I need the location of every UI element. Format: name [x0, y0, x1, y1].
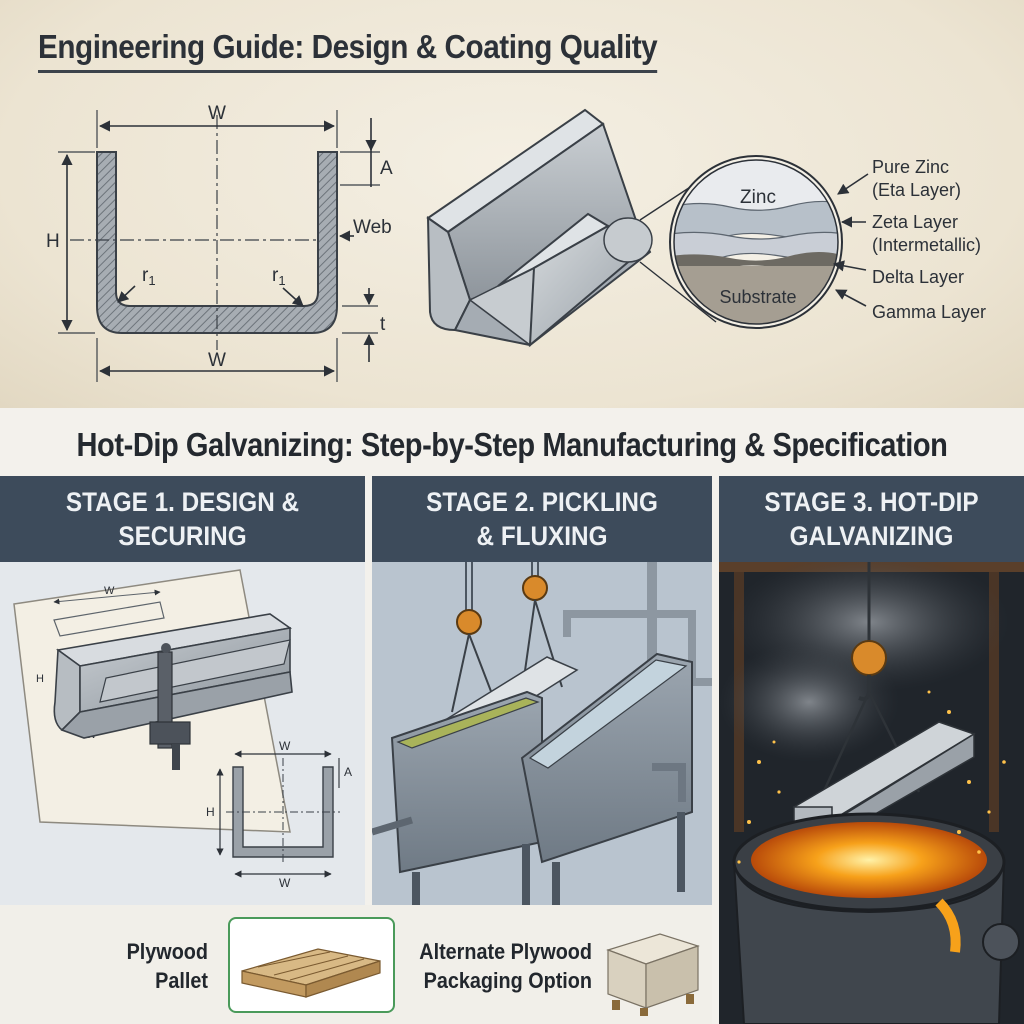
radius-right-label: r1: [272, 265, 286, 288]
dim-a-label: A: [380, 158, 393, 179]
stage-divider-1: [365, 476, 372, 1024]
stage-2-header: STAGE 2. PICKLING & FLUXING: [372, 476, 712, 562]
stage-divider-2: [712, 476, 719, 1024]
section-sketch: W W H A: [206, 739, 352, 890]
delta-layer-label: Delta Layer: [872, 267, 964, 287]
radius-left-label: r1: [142, 265, 156, 288]
dim-w-bottom-label: W: [208, 350, 226, 371]
stage-3-title-line1: STAGE 3. HOT-DIP: [764, 487, 979, 517]
stage-1-title-line1: STAGE 1. DESIGN &: [65, 487, 300, 517]
engineering-guide-panel: Engineering Guide: Design & Coating Qual…: [0, 0, 1024, 408]
banner-title: Hot-Dip Galvanizing: Step-by-Step Manufa…: [76, 426, 948, 463]
pallet-icon: [241, 948, 381, 998]
crane-hook: [851, 640, 887, 676]
guide-title: Engineering Guide: Design & Coating Qual…: [38, 28, 658, 73]
stage-3-title-line2: GALVANIZING: [789, 521, 954, 551]
stage-2-illustration: [372, 562, 712, 932]
dim-t-label: t: [380, 314, 386, 335]
eta-layer-label: (Eta Layer): [872, 180, 961, 200]
section-w-bottom-label: W: [279, 876, 291, 890]
stage-3-header: STAGE 3. HOT-DIP GALVANIZING: [719, 476, 1024, 562]
zeta-layer-label: Zeta Layer: [872, 212, 958, 232]
substrate-band-label: Substrate: [719, 287, 796, 307]
gamma-layer-label: Gamma Layer: [872, 302, 986, 322]
molten-zinc: [751, 822, 987, 898]
alternate-packaging-label: Alternate Plywood Packaging Option: [401, 937, 592, 995]
plywood-pallet-label: Plywood Pallet: [102, 937, 208, 995]
pulley-left: [456, 609, 482, 635]
stage-2-title-line2: & FLUXING: [476, 521, 608, 551]
section-w-top-label: W: [279, 739, 291, 753]
stage-3-panel: [719, 562, 1024, 1024]
alternate-packaging-line2: Packaging Option: [423, 968, 592, 993]
dim-w-top-label: W: [208, 103, 226, 124]
layer-callouts: Pure Zinc (Eta Layer) Zeta Layer (Interm…: [832, 157, 986, 322]
web-label: Web: [353, 217, 392, 238]
plywood-pallet-line1: Plywood: [126, 939, 208, 964]
stage-1-title-line2: SECURING: [118, 521, 247, 551]
section-h-label: H: [206, 805, 215, 819]
pallet-image-box: [228, 917, 395, 1013]
channel-3d: [426, 108, 653, 348]
alternate-packaging-line1: Alternate Plywood: [419, 939, 592, 964]
pickling-tank: [390, 690, 543, 932]
guide-diagram: W W H A Web t r1 r1: [46, 103, 986, 382]
stage-1-header: STAGE 1. DESIGN & SECURING: [0, 476, 365, 562]
sketch-h-label: H: [36, 673, 44, 685]
intermetallic-label: (Intermetallic): [872, 235, 981, 255]
pure-zinc-label: Pure Zinc: [872, 157, 949, 177]
stage-3-illustration: [719, 562, 1024, 1024]
section-a-label: A: [344, 765, 352, 779]
sparks: [737, 690, 1006, 864]
sketch-w-label: W: [104, 585, 115, 597]
plywood-crate-icon: [606, 933, 700, 1016]
zinc-band-label: Zinc: [740, 187, 776, 208]
process-banner: Hot-Dip Galvanizing: Step-by-Step Manufa…: [0, 408, 1024, 476]
stage-2-title-line1: STAGE 2. PICKLING: [426, 487, 658, 517]
flux-tank: [520, 652, 693, 932]
channel-section: [96, 151, 338, 334]
pulley-right: [522, 575, 548, 601]
stage-1-illustration: W H W W W H A: [13, 569, 352, 890]
coating-layers-magnifier: Zinc Substrate: [669, 155, 843, 329]
dim-h-label: H: [46, 231, 60, 252]
plywood-pallet-line2: Pallet: [155, 968, 208, 993]
